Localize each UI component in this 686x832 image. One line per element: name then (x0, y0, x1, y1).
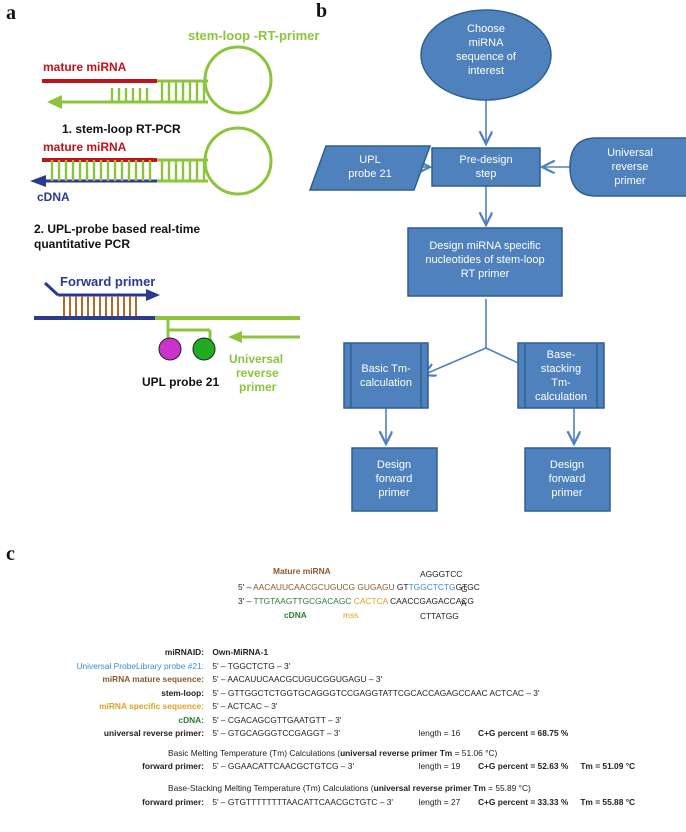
start-line3: sequence of (456, 51, 517, 63)
universal-reverse-primer-arrowhead (228, 331, 242, 343)
basic-line2: calculation (360, 377, 412, 389)
universal-label-1: Universal (229, 352, 284, 366)
seq-top-prefix: 5' – (238, 582, 252, 592)
design-line3: RT primer (461, 268, 510, 280)
universal-label-2: reverse (236, 366, 279, 380)
cdna-tag: cDNA (284, 610, 307, 620)
panel-a-drawing (30, 45, 300, 361)
fwd-left-line3: primer (378, 487, 410, 499)
node-basic-tm (343, 342, 429, 409)
node-choose-mirna (420, 9, 552, 101)
step2-label-line1: 2. UPL-probe based real-time (34, 222, 201, 236)
stacking-line1: Base- (547, 349, 576, 361)
node-upl-probe (308, 145, 432, 191)
stem-loop-1 (203, 45, 273, 115)
stem-hatch-1 (160, 81, 206, 102)
urp-row: universal reverse primer: 5' – GTGCAGGGT… (103, 728, 569, 738)
seq-top-row: 5' – AACAUUCAACGCUGUCG GUGAGU GTTGGCTCTG… (238, 582, 480, 593)
seq-bottom-row: 3' – TTGTAAGTTGCGACAGC CACTCA CAACCGAGAC… (238, 596, 474, 607)
start-line1: Choose (467, 23, 505, 35)
mature-seq-row: miRNA mature sequence: 5' – AACAUUCAACGC… (102, 674, 383, 684)
start-line4: interest (468, 65, 504, 77)
stem-hatch-2 (50, 160, 206, 181)
seq-bot-end: CAACCGAGACCACG (390, 596, 474, 606)
stacking-title: Base-Stacking Melting Temperature (Tm) C… (168, 783, 531, 793)
panel-c-letter: c (6, 543, 15, 565)
node-universal-reverse-primer (569, 137, 686, 197)
seq-top-end: GTGC (455, 582, 480, 592)
fwd-right-line2: forward (549, 473, 586, 485)
cdna-row: cDNA: 5' – CGACAGCGTTGAATGTT – 3' (178, 715, 342, 725)
basic-forward-row: forward primer: 5' – GGAACATTCAACGCTGTCG… (142, 761, 636, 771)
mss-tag: mss (343, 610, 359, 620)
stem-loop-rt-primer-1 (42, 45, 273, 115)
start-line2: miRNA (469, 37, 504, 49)
stem-loop-row: stem-loop: 5' – GTTGGCTCTGGTGCAGGGTCCGAG… (161, 688, 540, 698)
stem-loop-2 (203, 126, 273, 196)
quencher-dye (192, 337, 216, 361)
qpcr-schematic (34, 281, 300, 361)
stem-loop-rt-primer-2 (30, 126, 273, 196)
seq-top-upl: TGGCTCTG (408, 582, 456, 592)
seq-bot-prefix: 3' – (238, 596, 252, 606)
step1-label: 1. stem-loop RT-PCR (62, 122, 181, 136)
stacking-line2: stacking (541, 363, 581, 375)
predesign-line2: step (476, 168, 497, 180)
universal-line2: reverse (612, 161, 649, 173)
loop-a: A (461, 598, 467, 608)
loop-bottom: CTTATGG (420, 611, 459, 621)
loop-top: AGGGTCC (420, 569, 463, 579)
basic-line1: Basic Tm- (361, 363, 411, 375)
seq-top-mature: AACAUUCAACGCUGUCG GUGAGU (253, 582, 395, 592)
upl-line1: UPL (359, 154, 380, 166)
step2-label-line2: quantitative PCR (34, 237, 131, 251)
seq-bot-cdna: TTGTAAGTTGCGACAGC (253, 596, 352, 606)
universal-line1: Universal (607, 147, 653, 159)
stacking-forward-row: forward primer: 5' – GTGTTTTTTTTAACATTCA… (142, 797, 636, 807)
node-base-stacking-tm (517, 342, 605, 409)
stem-loop-rt-primer-label: stem-loop -RT-primer (188, 28, 320, 43)
forward-primer-label: Forward primer (60, 274, 156, 289)
cdna-arrowhead (30, 175, 46, 187)
node-predesign (431, 147, 541, 187)
mss-row: miRNA specific sequence: 5' – ACTCAC – 3… (99, 701, 278, 711)
cdna-label: cDNA (37, 190, 70, 204)
fwd-left-line1: Design (377, 459, 411, 471)
predesign-line1: Pre-design (459, 154, 512, 166)
upl-probe-row: Universal ProbeLibrary probe #21: 5' – T… (76, 661, 291, 671)
fwd-right-line3: primer (551, 487, 583, 499)
mature-mirna-header: Mature miRNA (273, 566, 331, 576)
fwd-right-line1: Design (550, 459, 584, 471)
seq-bot-mss: CACTCA (353, 596, 388, 606)
basic-title: Basic Melting Temperature (Tm) Calculati… (168, 748, 498, 758)
upl-line2: probe 21 (348, 168, 391, 180)
design-line2: nucleotides of stem-loop (425, 254, 544, 266)
mature-mirna-label-2: mature miRNA (43, 140, 127, 154)
forward-primer-arrowhead (146, 289, 160, 301)
universal-label-3: primer (239, 380, 277, 394)
mature-mirna-label-1: mature miRNA (43, 60, 127, 74)
node-design-forward-left (351, 447, 438, 512)
universal-line3: primer (614, 175, 646, 187)
loop-g: G (461, 584, 468, 594)
design-line1: Design miRNA specific (429, 240, 541, 252)
node-design-mirna-specific (407, 227, 563, 297)
flowchart: Choose miRNA sequence of interest UPL pr… (308, 9, 686, 512)
fwd-left-line2: forward (376, 473, 413, 485)
reporter-dye (158, 337, 182, 361)
stacking-line3: Tm- (551, 377, 571, 389)
panel-b-letter: b (316, 0, 328, 22)
panel-a-letter: a (6, 2, 16, 24)
rt-primer-arrowhead (47, 95, 62, 109)
upl-probe-label: UPL probe 21 (142, 375, 220, 389)
stacking-line4: calculation (535, 391, 587, 403)
hybrid-hatch (63, 296, 137, 317)
mirna-id-row: miRNAID: Own-MiRNA-1 (164, 647, 269, 657)
seq-top-mid: GT (394, 582, 409, 592)
node-design-forward-right (524, 447, 611, 512)
